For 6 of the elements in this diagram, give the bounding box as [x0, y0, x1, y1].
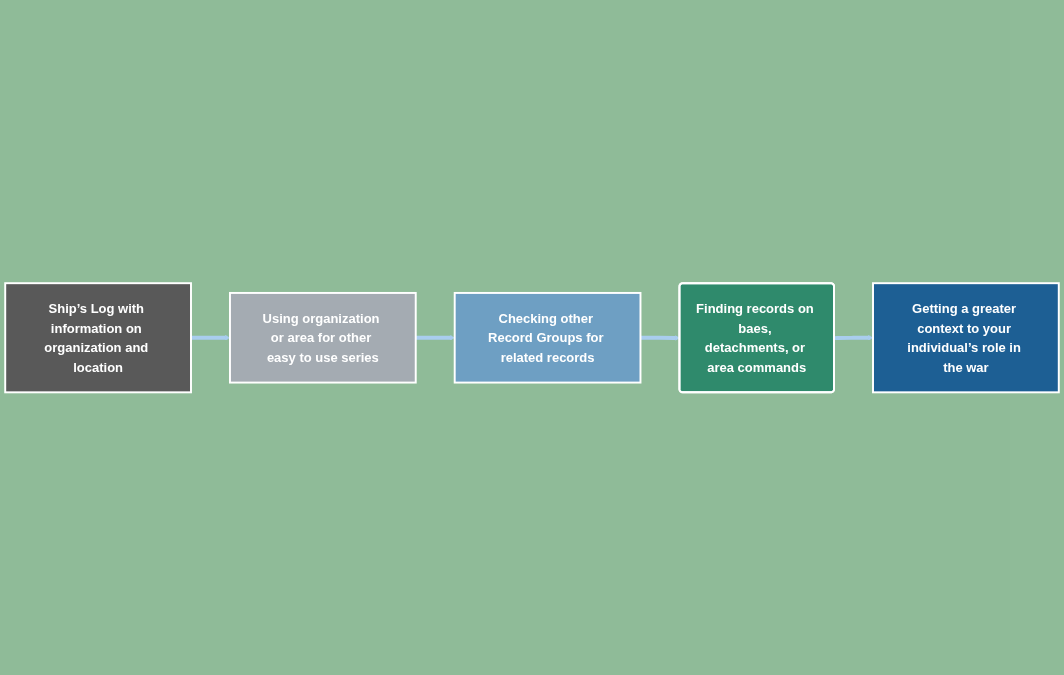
node-box: Using organization or area for other easy to use series [229, 291, 417, 384]
arrow [834, 334, 874, 341]
arrow [415, 334, 455, 341]
node-box: Checking other Record Groups for related records [453, 291, 642, 384]
node-box: Getting a greater context to your individual’s role in the war [872, 281, 1060, 394]
node-box: Ship’s Log with information on organization and location [4, 281, 192, 394]
